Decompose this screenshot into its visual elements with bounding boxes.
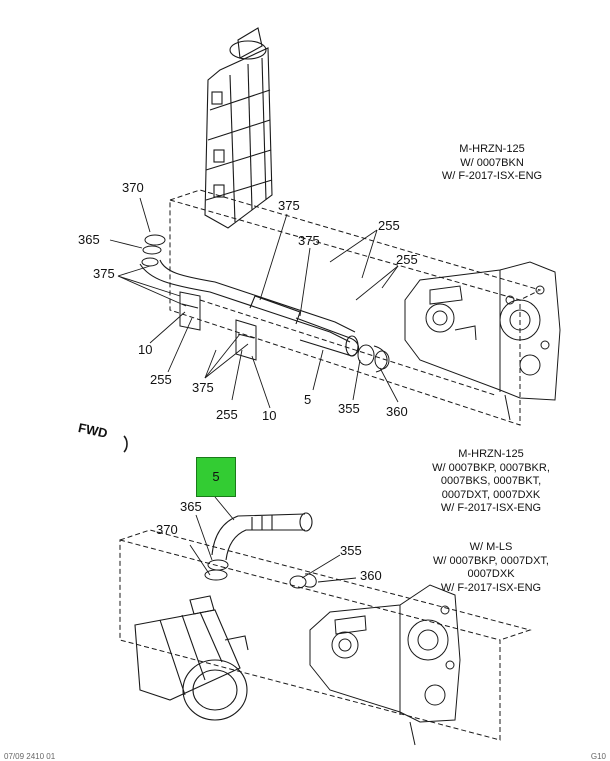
callout-number[interactable]: 255 — [378, 218, 400, 233]
callout-number[interactable]: 370 — [156, 522, 178, 537]
callout-number[interactable]: 360 — [360, 568, 382, 583]
callout-number[interactable]: 355 — [338, 401, 360, 416]
clamp-top — [141, 234, 166, 267]
callout-number[interactable]: 375 — [93, 266, 115, 281]
callout-number[interactable]: 375 — [278, 198, 300, 213]
leader-lines-bottom — [189, 496, 357, 583]
engine-top — [404, 261, 561, 421]
dpf-canister-bottom — [134, 595, 249, 721]
note-line: W/ F-2017-ISX-ENG — [440, 502, 542, 514]
callout-number[interactable]: 365 — [180, 499, 202, 514]
callout-number[interactable]: 5 — [304, 392, 312, 407]
callout-number[interactable]: 375 — [298, 233, 320, 248]
note-line: W/ M-LS — [469, 541, 513, 553]
clamp-355-top — [357, 344, 390, 373]
note-line: W/ F-2017-ISX-ENG — [440, 581, 542, 594]
highlighted-part-number: 5 — [212, 469, 220, 484]
frame-rail-top — [169, 189, 542, 426]
exhaust-pipe-top — [139, 259, 360, 357]
callout-number[interactable]: 370 — [122, 180, 144, 195]
clamp-bottom — [204, 559, 229, 581]
callout-number[interactable]: 255 — [216, 407, 238, 422]
callout-number[interactable]: 255 — [150, 372, 172, 387]
note-line: W/ 0007BKN — [460, 156, 524, 169]
note-bottom: W/ M-LS W/ 0007BKP, 0007DXT, 0007DXK W/ … — [416, 541, 566, 595]
engine-bottom — [309, 584, 461, 746]
leader-lines-top — [109, 197, 399, 409]
note-top: M-HRZN-125 W/ 0007BKN W/ F-2017-ISX-ENG — [430, 143, 554, 184]
note-line: W/ F-2017-ISX-ENG — [441, 170, 543, 182]
callout-number[interactable]: 365 — [78, 232, 100, 247]
footer-code-left: 07/09 2410 01 — [4, 752, 56, 761]
note-line: 0007BKS, 0007BKT, — [440, 475, 542, 487]
callout-number[interactable]: 10 — [262, 408, 277, 423]
dpf-canister-top — [204, 27, 273, 229]
callout-number[interactable]: 255 — [396, 252, 418, 267]
footer-code-right: G10 — [590, 752, 606, 761]
brackets-top — [179, 291, 257, 361]
forward-arrow-icon — [123, 435, 128, 453]
note-line: M-HRZN-125 — [459, 143, 525, 155]
callout-number[interactable]: 375 — [192, 380, 214, 395]
callout-number[interactable]: 360 — [386, 404, 408, 419]
highlighted-part-callout[interactable]: 5 — [196, 457, 236, 497]
note-line: M-HRZN-125 — [458, 448, 524, 460]
callout-number[interactable]: 10 — [138, 342, 153, 357]
callout-number[interactable]: 355 — [340, 543, 362, 558]
note-line: 0007DXT, 0007DXK — [441, 488, 541, 501]
exhaust-pipe-bottom — [211, 512, 313, 561]
note-line: W/ 0007BKP, 0007DXT, — [433, 554, 549, 567]
note-line: 0007DXK — [467, 568, 515, 580]
note-middle: M-HRZN-125 W/ 0007BKP, 0007BKR, 0007BKS,… — [416, 448, 566, 516]
note-line: W/ 0007BKP, 0007BKR, — [432, 461, 550, 474]
